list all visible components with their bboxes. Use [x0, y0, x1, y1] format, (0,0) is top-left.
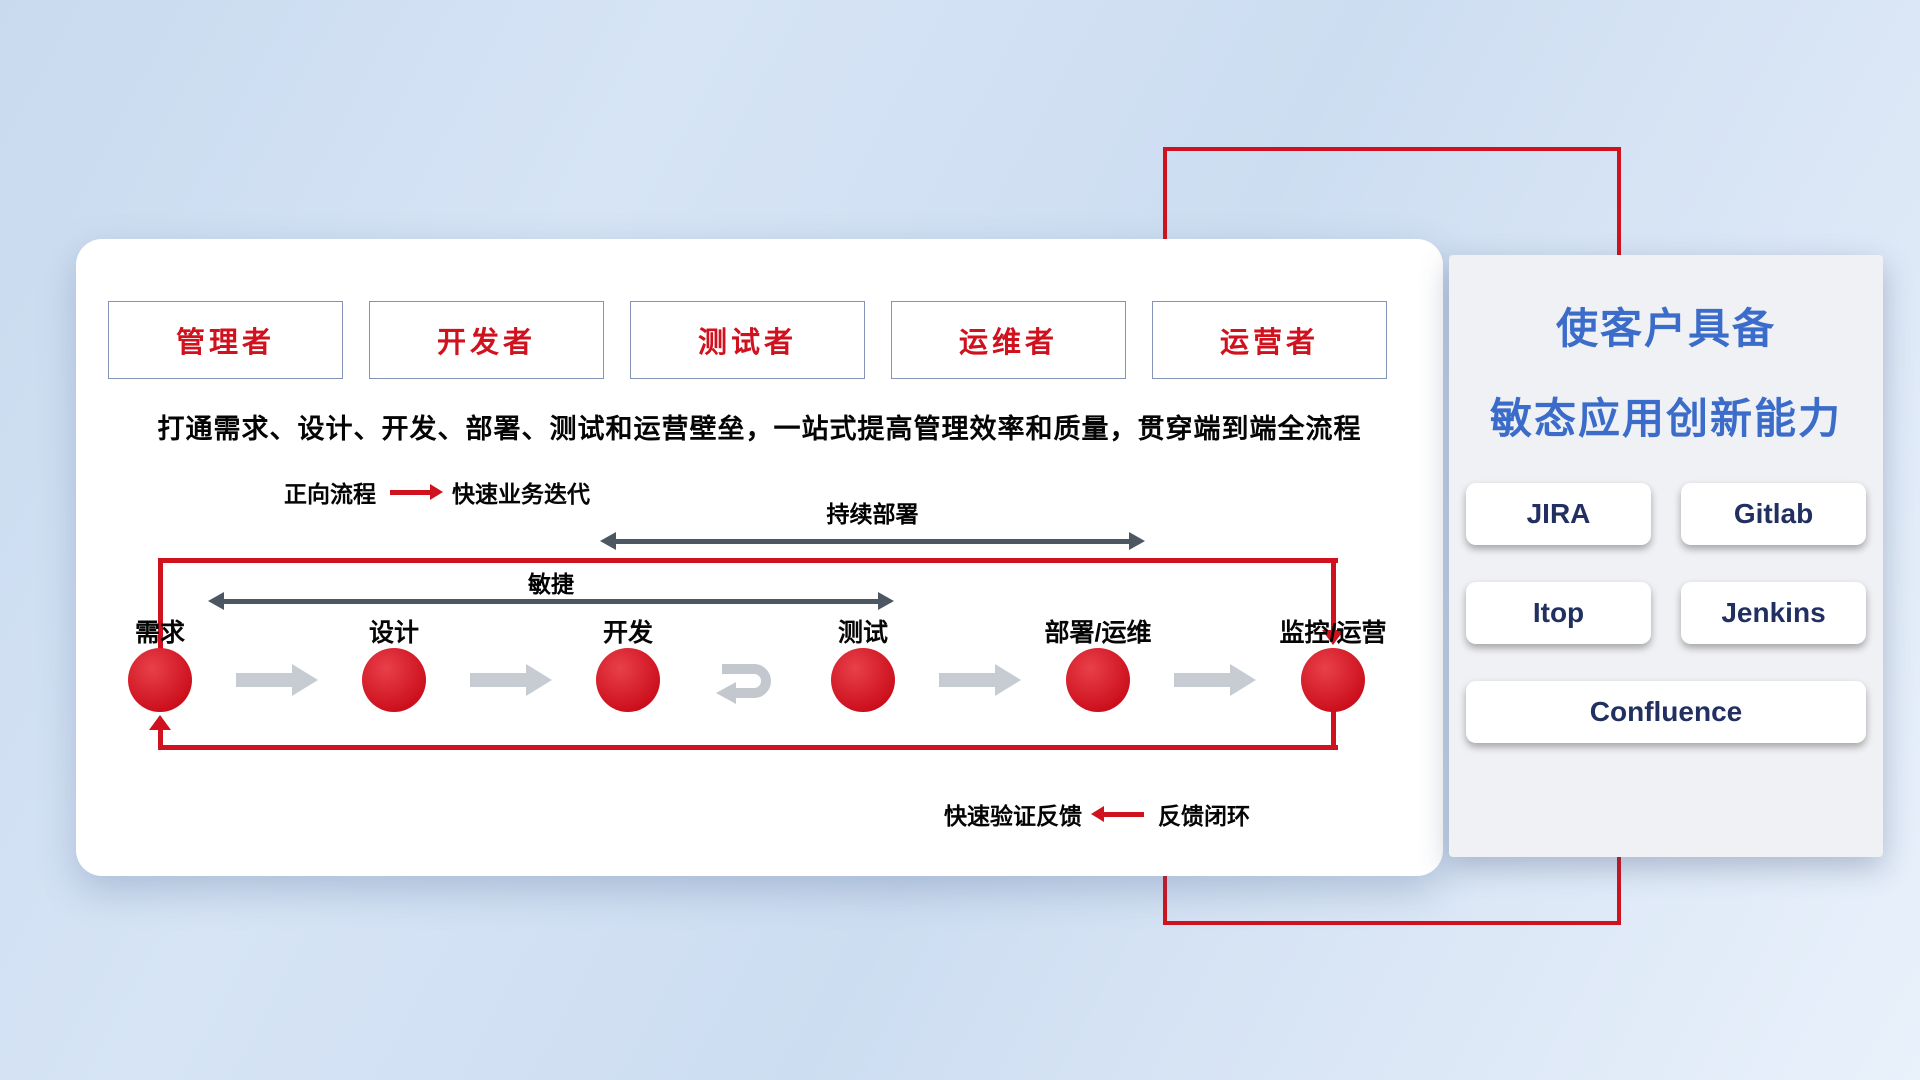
role-box-manager: 管理者	[108, 301, 343, 379]
node-circle-test	[831, 648, 895, 712]
flow-arrow-icon	[1174, 664, 1258, 696]
node-label-requirements: 需求	[134, 619, 185, 647]
tools-grid: JIRA Gitlab Itop Jenkins Confluence	[1466, 483, 1866, 743]
headline: 打通需求、设计、开发、部署、测试和运营壁垒，一站式提高管理效率和质量，贯穿端到端…	[157, 414, 1362, 444]
continuous-deployment-double-arrow-icon	[600, 532, 1145, 550]
node-label-test: 测试	[837, 619, 888, 647]
tool-chip-jenkins: Jenkins	[1681, 582, 1866, 644]
forward-legend-desc: 快速业务迭代	[452, 481, 590, 507]
capability-panel: 使客户具备 敏态应用创新能力 JIRA Gitlab Itop Jenkins …	[1449, 255, 1883, 857]
role-box-biz-ops: 运营者	[1152, 301, 1387, 379]
node-circle-deploy-ops	[1066, 648, 1130, 712]
role-label: 运营者	[1219, 327, 1319, 359]
forward-loop-line-top	[158, 558, 1338, 563]
role-label: 运维者	[958, 327, 1058, 359]
agile-label: 敏捷	[528, 571, 574, 597]
forward-legend: 正向流程 快速业务迭代	[284, 475, 590, 509]
feedback-loop-line-right-stub	[1331, 710, 1336, 750]
node-label-design: 设计	[368, 619, 419, 647]
tool-chip-itop: Itop	[1466, 582, 1651, 644]
forward-arrow-icon	[390, 484, 443, 500]
iteration-loop-icon	[716, 664, 771, 704]
feedback-legend-desc: 快速验证反馈	[944, 803, 1082, 829]
feedback-legend: 快速验证反馈 反馈闭环	[944, 797, 1250, 831]
forward-loop-arrowhead-icon	[1322, 630, 1344, 645]
panel-title-line2: 敏态应用创新能力	[1489, 395, 1842, 442]
role-box-tester: 测试者	[630, 301, 865, 379]
role-box-ops: 运维者	[891, 301, 1126, 379]
agile-double-arrow-icon	[208, 592, 894, 610]
feedback-arrow-icon	[1091, 806, 1144, 822]
forward-legend-label: 正向流程	[284, 481, 376, 507]
flow-arrow-icon	[236, 664, 320, 696]
node-label-deploy-ops: 部署/运维	[1044, 619, 1152, 647]
flow-arrow-icon	[939, 664, 1023, 696]
flow-arrow-icon	[470, 664, 554, 696]
forward-loop-line-right	[1331, 558, 1336, 632]
node-circle-design	[362, 648, 426, 712]
node-label-monitor-ops: 监控/运营	[1279, 619, 1387, 647]
tool-chip-confluence: Confluence	[1466, 681, 1866, 743]
role-label: 管理者	[175, 327, 275, 359]
node-label-develop: 开发	[602, 619, 653, 647]
tool-chip-gitlab: Gitlab	[1681, 483, 1866, 545]
feedback-loop-line-bottom	[158, 745, 1338, 750]
forward-loop-line-left	[158, 558, 163, 652]
tool-chip-jira: JIRA	[1466, 483, 1651, 545]
node-circle-develop	[596, 648, 660, 712]
role-box-developer: 开发者	[369, 301, 604, 379]
node-circle-requirements	[128, 648, 192, 712]
node-circle-monitor-ops	[1301, 648, 1365, 712]
role-label: 开发者	[436, 327, 536, 359]
feedback-loop-arrowhead-icon	[149, 715, 171, 730]
devops-flow-panel: 管理者 开发者 测试者 运维者 运营者 打通需求、设计、开发、部署、测试和运营壁…	[76, 239, 1443, 876]
role-label: 测试者	[697, 327, 797, 359]
roles-row: 管理者 开发者 测试者 运维者 运营者	[108, 301, 1387, 379]
continuous-deployment-label: 持续部署	[826, 501, 919, 527]
panel-title-line1: 使客户具备	[1555, 305, 1776, 352]
feedback-loop-line-left-stub	[158, 729, 163, 750]
feedback-legend-label: 反馈闭环	[1158, 803, 1250, 829]
